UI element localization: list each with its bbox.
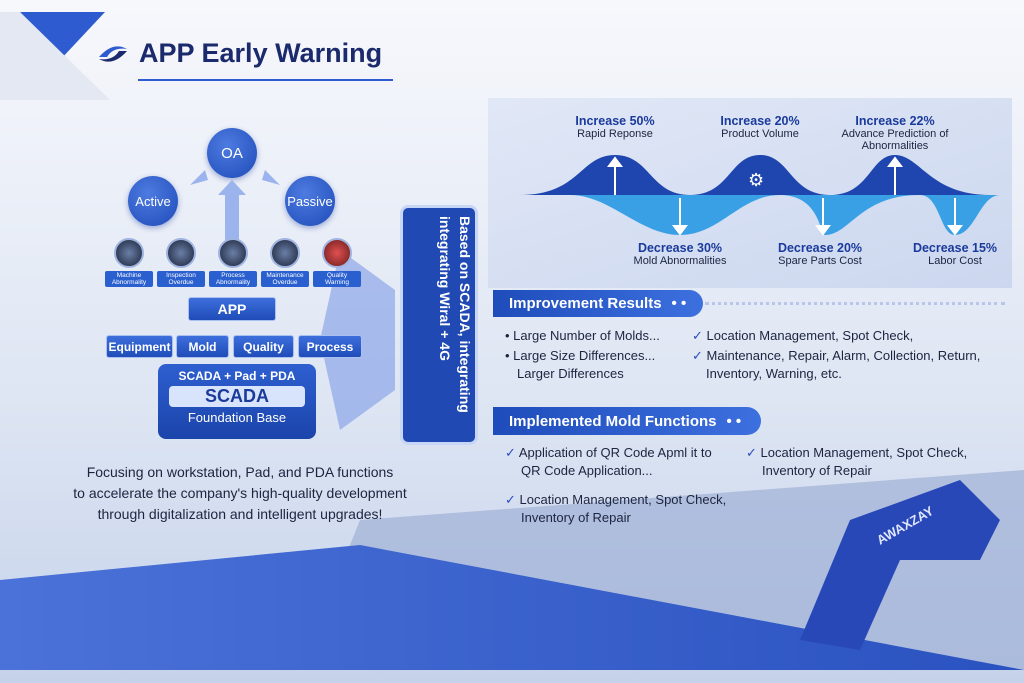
implemented-item: ✓ Location Management, Spot Check, Inven… [505, 492, 727, 525]
warning-item: Machine Abnormality [104, 238, 154, 287]
footer-text: Focusing on workstation, Pad, and PDA fu… [73, 464, 407, 522]
improvement-right: ✓ Location Management, Spot Check, ✓ Mai… [692, 328, 981, 381]
svg-text:⚙: ⚙ [748, 170, 764, 190]
module-quality: Quality [233, 335, 294, 358]
bullet-item: • Large Size Differences... Larger Diffe… [505, 348, 656, 381]
page-title: APP Early Warning [95, 38, 382, 69]
app-box: APP [188, 297, 276, 321]
module-process: Process [298, 335, 362, 358]
active-circle: Active [128, 176, 178, 226]
robot-arm-image [800, 480, 1000, 650]
metric-decrease: Decrease 15%Labor Cost [912, 241, 998, 267]
logo-icon [99, 45, 127, 62]
metric-increase: Increase 20%Product Volume [720, 114, 800, 140]
implemented-item: ✓ Application of QR Code Apml it to QR C… [505, 445, 712, 478]
maintenance-overdue-icon [270, 238, 300, 268]
scada-base: SCADA + Pad + PDA SCADA Foundation Base [158, 364, 316, 439]
warning-icons-row: Machine Abnormality Inspection Overdue P… [104, 238, 362, 287]
metric-decrease: Decrease 30%Mold Abnormalities [633, 241, 727, 267]
metric-increase: Increase 50%Rapid Reponse [575, 114, 655, 140]
warning-item: Quality Warning [312, 238, 362, 287]
flow-arrows [190, 170, 280, 240]
improvement-header: Improvement Results• • [493, 290, 703, 317]
divider [705, 302, 1005, 305]
module-mold: Mold [176, 335, 229, 358]
quality-warning-icon [322, 238, 352, 268]
oa-circle: OA [207, 128, 257, 178]
bullet-item: • Large Number of Molds... [505, 328, 660, 343]
metric-decrease: Decrease 20%Spare Parts Cost [777, 241, 863, 267]
warning-item: Maintenance Overdue [260, 238, 310, 287]
process-abnormality-icon [218, 238, 248, 268]
inspection-overdue-icon [166, 238, 196, 268]
module-equipment: Equipment [106, 335, 173, 358]
metrics-wave: ⚙ [520, 155, 1000, 236]
metric-increase: Increase 22%Advance Prediction of Abnorm… [841, 114, 949, 152]
title-underline [138, 79, 393, 81]
warning-item: Inspection Overdue [156, 238, 206, 287]
implemented-item: ✓ Location Management, Spot Check, Inven… [746, 445, 968, 478]
passive-circle: Passive [285, 176, 335, 226]
implemented-header: Implemented Mold Functions• • [493, 407, 761, 435]
vertical-label-box: Based on SCADA, integrating integrating … [400, 205, 478, 445]
warning-item: Process Abnormality [208, 238, 258, 287]
improvement-left: • Large Number of Molds... • Large Size … [505, 327, 695, 383]
machine-abnormality-icon [114, 238, 144, 268]
